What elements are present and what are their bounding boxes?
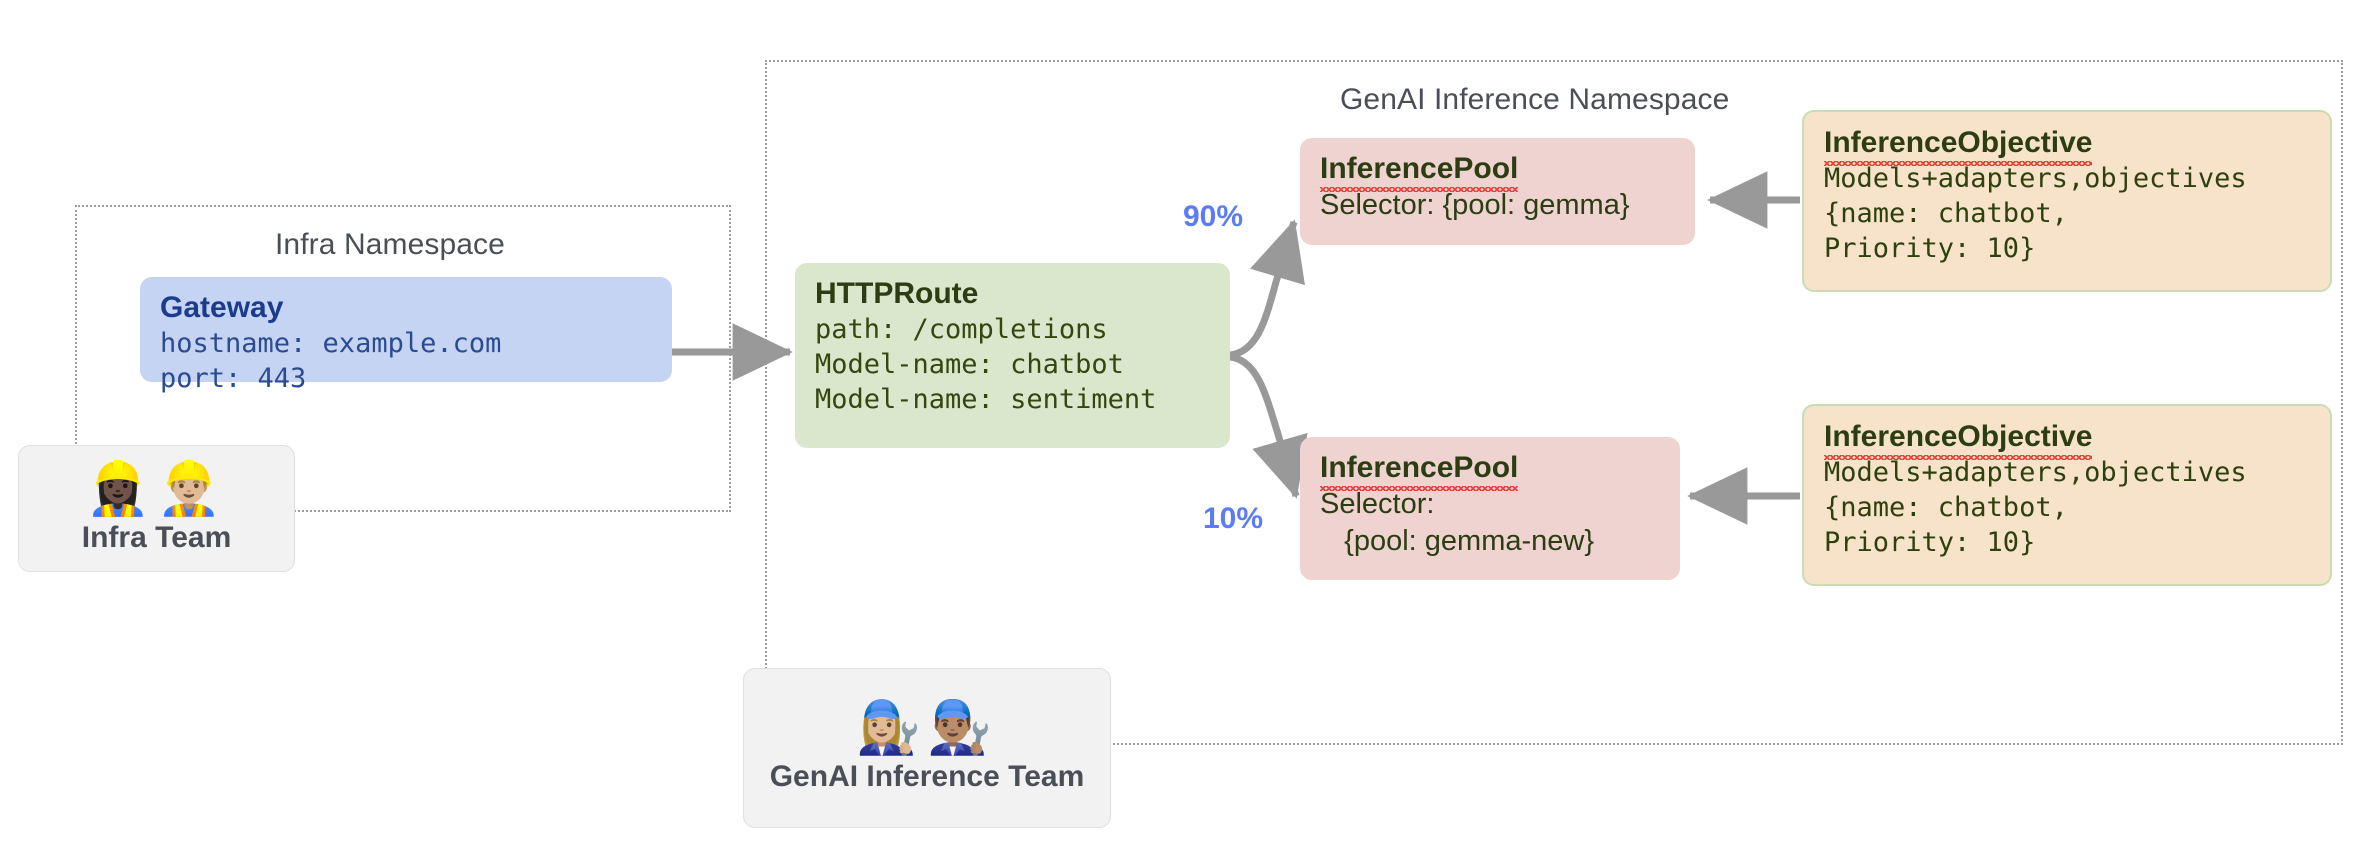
httproute-title: HTTPRoute	[815, 277, 979, 310]
infra-team-label: Infra Team	[81, 520, 232, 554]
genai-team-icons: 👩🏼‍🔧👨🏽‍🔧	[856, 699, 998, 757]
gateway-node[interactable]: Gateway hostname: example.com port: 443	[140, 277, 672, 394]
httproute-path-line: path: /completions	[815, 313, 1108, 345]
genai-namespace-title: GenAI Inference Namespace	[1340, 83, 1730, 116]
inferencepool-gemma-node[interactable]: InferencePool Selector: {pool: gemma}	[1300, 138, 1695, 245]
httproute-model-sentiment-line: Model-name: sentiment	[815, 383, 1157, 415]
inferenceobjective-bottom-node[interactable]: InferenceObjective Models+adapters,objec…	[1802, 404, 2332, 586]
inferenceobjective-bottom-priority-line: Priority: 10}	[1824, 526, 2036, 558]
inferencepool-gemma-selector-line: Selector: {pool: gemma}	[1320, 188, 1630, 221]
inferencepool-gemma-new-node[interactable]: InferencePool Selector: {pool: gemma-new…	[1300, 437, 1680, 580]
inferencepool-gemma-new-selector-line: Selector:	[1320, 487, 1435, 520]
inferencepool-gemma-new-title: InferencePool	[1320, 451, 1660, 491]
infra-namespace-title: Infra Namespace	[275, 228, 505, 261]
inferenceobjective-top-priority-line: Priority: 10}	[1824, 232, 2036, 264]
inferenceobjective-top-name-line: {name: chatbot,	[1824, 197, 2068, 229]
infra-namespace-boundary	[75, 205, 731, 512]
infra-team-card[interactable]: 👷🏿‍♀️👷🏼‍♂️ Infra Team	[18, 445, 295, 572]
genai-team-card[interactable]: 👩🏼‍🔧👨🏽‍🔧 GenAI Inference Team	[743, 668, 1111, 828]
inferenceobjective-bottom-title: InferenceObjective	[1824, 420, 2310, 460]
gateway-hostname-line: hostname: example.com	[160, 327, 502, 359]
inferencepool-gemma-new-selector-value-line: {pool: gemma-new}	[1320, 524, 1595, 557]
inferenceobjective-top-models-line: Models+adapters,objectives	[1824, 162, 2247, 194]
weight-label-90: 90%	[1183, 200, 1244, 233]
httproute-node[interactable]: HTTPRoute path: /completions Model-name:…	[795, 263, 1230, 448]
genai-namespace-boundary	[765, 60, 2343, 745]
inferenceobjective-top-node[interactable]: InferenceObjective Models+adapters,objec…	[1802, 110, 2332, 292]
infra-team-icons: 👷🏿‍♀️👷🏼‍♂️	[85, 459, 228, 518]
inferenceobjective-top-title-text: InferenceObjective	[1824, 126, 2093, 166]
inferenceobjective-bottom-models-line: Models+adapters,objectives	[1824, 456, 2247, 488]
httproute-model-chatbot-line: Model-name: chatbot	[815, 348, 1124, 380]
inferenceobjective-bottom-title-text: InferenceObjective	[1824, 420, 2093, 460]
genai-team-label: GenAI Inference Team	[769, 760, 1085, 793]
inferencepool-gemma-title-text: InferencePool	[1320, 152, 1519, 192]
weight-label-10: 10%	[1203, 502, 1264, 535]
gateway-title: Gateway	[160, 291, 284, 324]
inferencepool-gemma-title: InferencePool	[1320, 152, 1675, 192]
inferencepool-gemma-new-title-text: InferencePool	[1320, 451, 1519, 491]
inferenceobjective-bottom-name-line: {name: chatbot,	[1824, 491, 2068, 523]
inferenceobjective-top-title: InferenceObjective	[1824, 126, 2310, 166]
gateway-port-line: port: 443	[160, 362, 307, 394]
